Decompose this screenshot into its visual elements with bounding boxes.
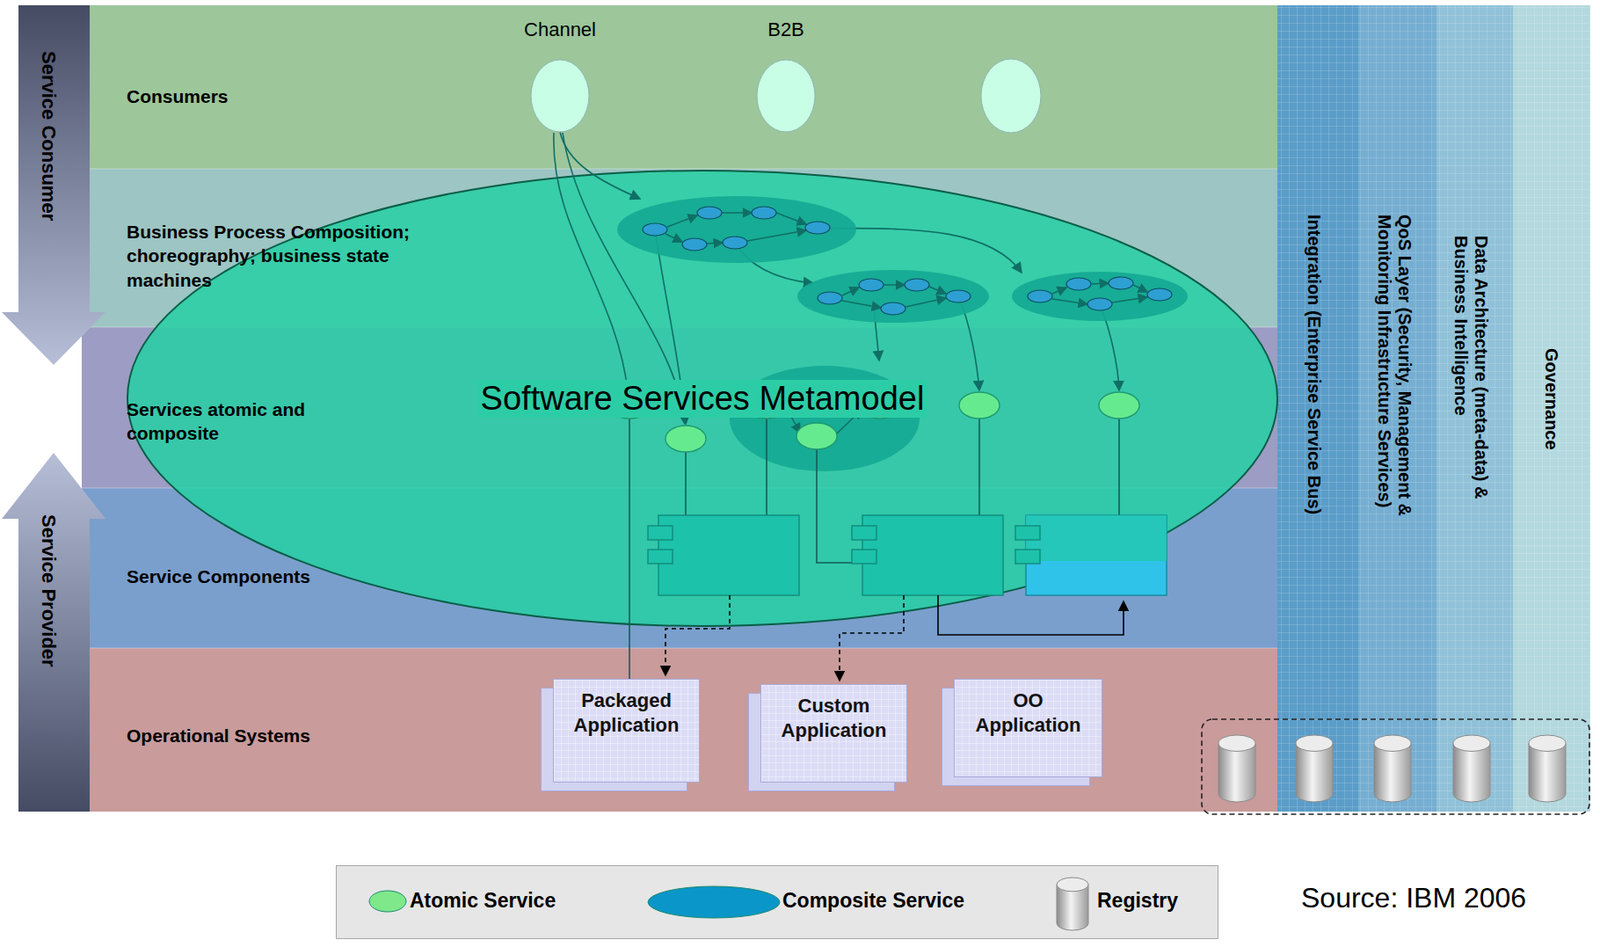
consumer-circle: Channel <box>530 58 590 133</box>
layer-band: ConsumersChannelB2B <box>81 5 1280 169</box>
label-text: Packaged Application <box>559 688 694 737</box>
registry-cylinders <box>1218 734 1566 802</box>
integration-column: Integration (Enterprise Service Bus) <box>1277 5 1359 812</box>
consumer-arrow: Service Consumer <box>1 5 106 365</box>
legend-text: Registry <box>1097 888 1179 913</box>
legend-swatch-shape <box>647 886 780 918</box>
legend-swatch-shape <box>369 890 407 912</box>
legend-swatch <box>646 884 782 920</box>
label-text: Data Architecture (meta-data) & Business… <box>1450 235 1491 570</box>
label-text: Service Components <box>126 566 311 588</box>
consumer-circle: B2B <box>756 58 816 133</box>
label-text: Services atomic and composite <box>126 397 347 446</box>
label-text: Consumers <box>126 86 229 108</box>
application-box: OO Application <box>953 678 1103 778</box>
label-text: Integration (Enterprise Service Bus) <box>1303 214 1324 655</box>
source-note: Source: IBM 2006 <box>1301 881 1527 915</box>
legend-text: Atomic Service <box>409 888 556 913</box>
application-box: Packaged Application <box>552 678 700 783</box>
provider-arrow: Service Provider <box>1 452 106 812</box>
qos-column: QoS Layer (Security, Management & Monito… <box>1358 5 1437 812</box>
label-text: Channel <box>523 18 597 42</box>
label-text: B2B <box>767 18 805 42</box>
layer-band: Business Process Composition; choreograp… <box>81 168 1280 328</box>
label-text: Service Provider <box>36 514 60 668</box>
layer-band: Operational Systems Packaged Application C… <box>81 647 1280 812</box>
circle-outline <box>530 58 590 133</box>
label-text: Custom Application <box>766 693 902 742</box>
label-text: Software Services Metamodel <box>477 379 929 418</box>
legend-text: Composite Service <box>782 888 965 913</box>
label-text: Operational Systems <box>126 725 311 747</box>
label-text: OO Application <box>960 688 1097 737</box>
legend-swatch <box>1054 875 1091 932</box>
governance-column: Governance <box>1512 5 1591 812</box>
circle-outline <box>756 58 816 133</box>
label-text: Governance <box>1541 348 1562 612</box>
label-text: Service Consumer <box>36 50 60 221</box>
data-column: Data Architecture (meta-data) & Business… <box>1436 5 1513 812</box>
label-text: Business Process Composition; choreograp… <box>126 219 426 292</box>
layer-band: Service Components <box>81 487 1280 648</box>
application-box: Custom Application <box>760 683 908 783</box>
label-text: QoS Layer (Security, Management & Monito… <box>1374 214 1415 584</box>
legend-swatch <box>367 888 408 914</box>
